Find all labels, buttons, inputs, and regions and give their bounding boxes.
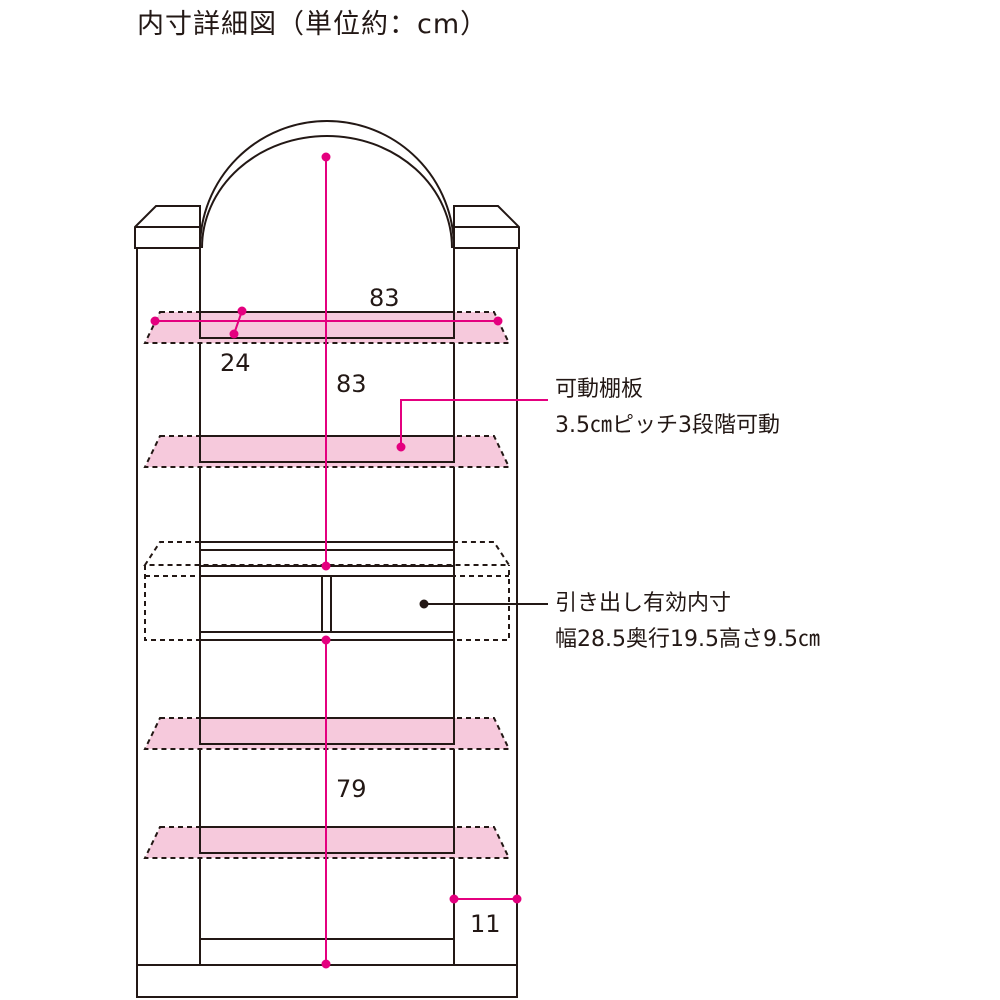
cabinet-base bbox=[136, 964, 518, 998]
drawer-annotation: 引き出し有効内寸 幅28.5奥行19.5高さ9.5㎝ bbox=[555, 586, 820, 658]
label-side-depth: 11 bbox=[470, 910, 501, 938]
label-shelf-depth: 24 bbox=[220, 349, 251, 377]
leader-shelf bbox=[400, 399, 548, 447]
drawer-annotation-line1: 引き出し有効内寸 bbox=[555, 591, 732, 616]
label-shelf-width: 83 bbox=[369, 284, 400, 312]
shelf-annotation-line1: 可動棚板 bbox=[555, 377, 644, 402]
label-lower-height: 79 bbox=[336, 775, 367, 803]
shelf-annotation-line2: 3.5㎝ピッチ3段階可動 bbox=[555, 413, 780, 438]
arch-inner bbox=[201, 135, 453, 249]
shelf-annotation: 可動棚板 3.5㎝ピッチ3段階可動 bbox=[555, 372, 780, 444]
arch-outer bbox=[199, 120, 455, 249]
drawer-annotation-line2: 幅28.5奥行19.5高さ9.5㎝ bbox=[555, 627, 820, 652]
drawer-divider bbox=[321, 575, 332, 633]
diagram-title: 内寸詳細図（単位約：cm） bbox=[137, 9, 489, 40]
label-upper-height: 83 bbox=[336, 370, 367, 398]
